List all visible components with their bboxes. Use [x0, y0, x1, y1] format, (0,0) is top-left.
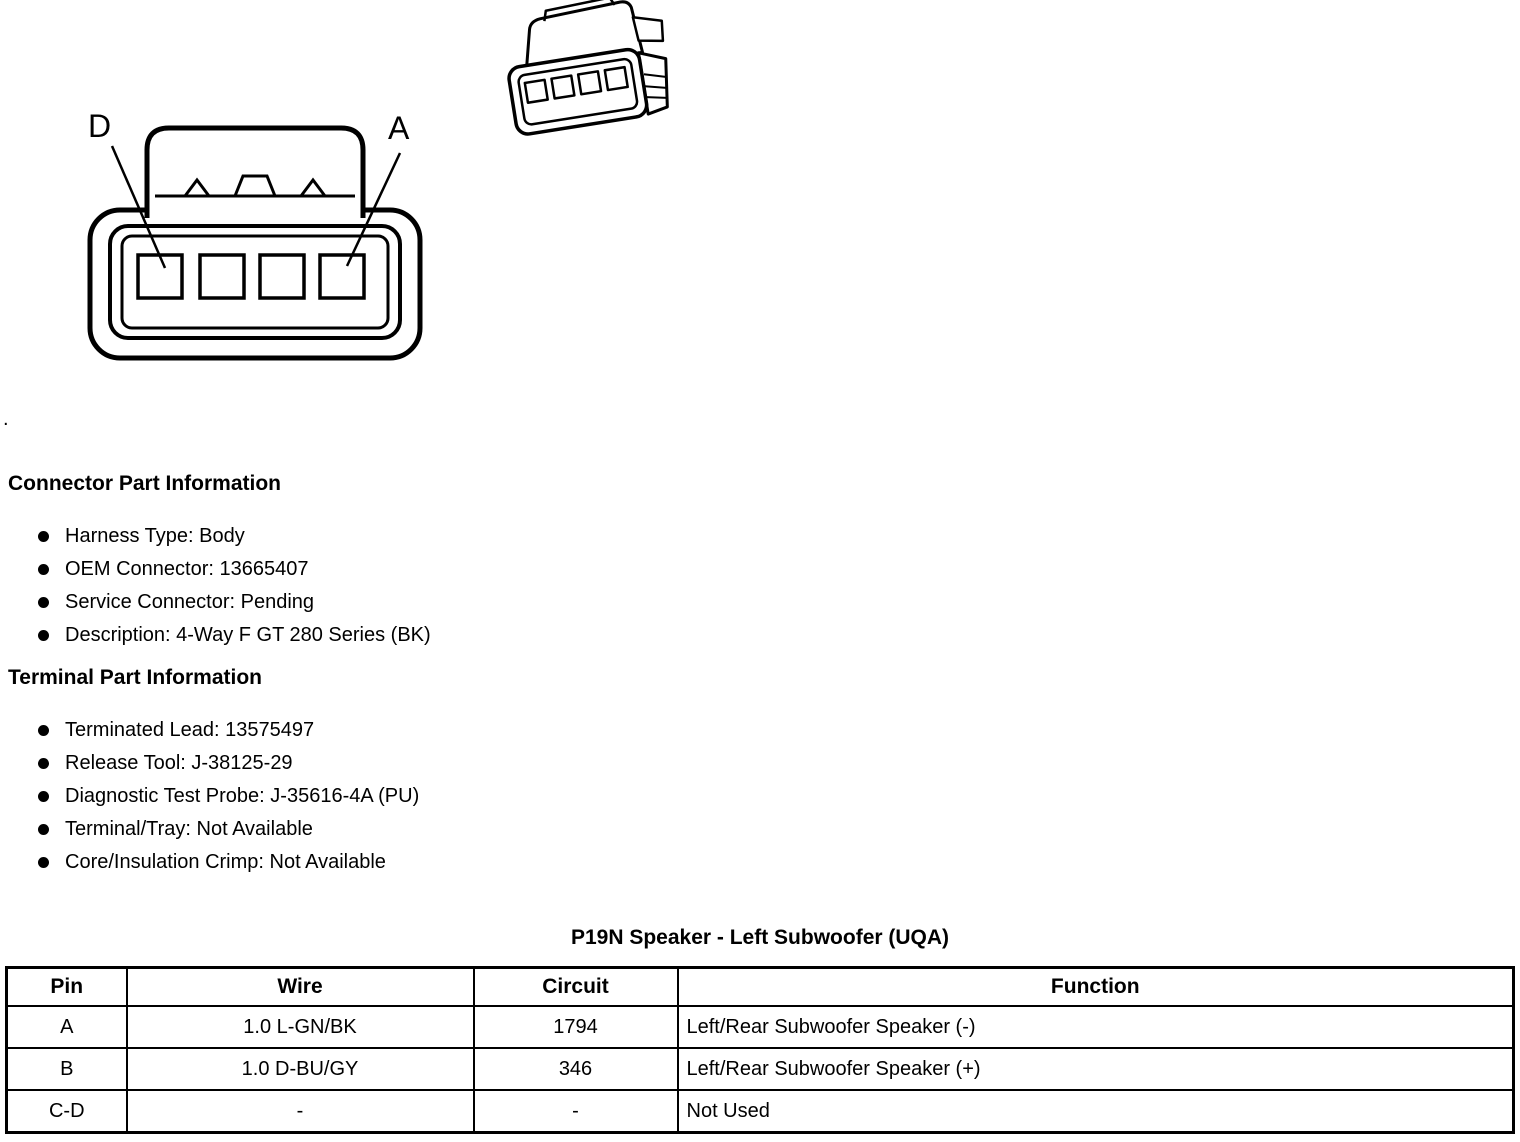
list-item-text: Diagnostic Test Probe: J-35616-4A (PU) [65, 785, 420, 807]
bullet-icon [38, 630, 49, 641]
bullet-icon [38, 597, 49, 608]
connector-info-list: Harness Type: Body OEM Connector: 136654… [8, 520, 988, 652]
cell-circuit: 1794 [472, 1005, 679, 1049]
cell-pin: C-D [5, 1089, 128, 1134]
bullet-icon [38, 791, 49, 802]
cell-pin: A [5, 1005, 128, 1049]
bullet-icon [38, 824, 49, 835]
cell-wire: - [125, 1089, 475, 1134]
cell-pin: B [5, 1047, 128, 1091]
cell-wire: 1.0 L-GN/BK [125, 1005, 475, 1049]
bullet-icon [38, 564, 49, 575]
cell-circuit: - [472, 1089, 679, 1134]
table-header-row: Pin Wire Circuit Function [5, 966, 1515, 1007]
list-item-text: Terminal/Tray: Not Available [65, 818, 313, 840]
list-item: OEM Connector: 13665407 [8, 553, 988, 586]
pinout-table-title: P19N Speaker - Left Subwoofer (UQA) [570, 926, 950, 949]
col-header-circuit: Circuit [472, 966, 679, 1007]
list-item-text: Release Tool: J-38125-29 [65, 752, 293, 774]
list-item-text: Description: 4-Way F GT 280 Series (BK) [65, 624, 431, 646]
list-item-text: Service Connector: Pending [65, 591, 315, 613]
table-row: C-D - - Not Used [5, 1089, 1515, 1134]
pinout-table: Pin Wire Circuit Function A 1.0 L-GN/BK … [5, 966, 1515, 1134]
col-header-function: Function [676, 966, 1515, 1007]
terminal-info-list: Terminated Lead: 13575497 Release Tool: … [8, 714, 988, 879]
bullet-icon [38, 857, 49, 868]
table-row: B 1.0 D-BU/GY 346 Left/Rear Subwoofer Sp… [5, 1047, 1515, 1091]
list-item-text: Core/Insulation Crimp: Not Available [65, 851, 386, 873]
section-heading-terminal-part-info: Terminal Part Information [8, 666, 262, 689]
list-item: Harness Type: Body [8, 520, 988, 553]
list-item-text: Harness Type: Body [65, 525, 245, 547]
part-information-sections: Connector Part Information Harness Type:… [8, 472, 988, 893]
bullet-icon [38, 725, 49, 736]
bullet-icon [38, 758, 49, 769]
list-item: Core/Insulation Crimp: Not Available [8, 846, 988, 879]
cell-wire: 1.0 D-BU/GY [125, 1047, 475, 1091]
cell-circuit: 346 [472, 1047, 679, 1091]
connector-isometric-diagram [507, 0, 669, 136]
list-item: Service Connector: Pending [8, 586, 988, 619]
pin-a-label: A [388, 110, 410, 146]
list-item: Description: 4-Way F GT 280 Series (BK) [8, 619, 988, 652]
connector-front-view-diagram [87, 125, 423, 361]
table-row: A 1.0 L-GN/BK 1794 Left/Rear Subwoofer S… [5, 1005, 1515, 1049]
section-heading-connector-part-info: Connector Part Information [8, 472, 282, 495]
cell-function: Not Used [676, 1089, 1515, 1134]
list-item: Terminated Lead: 13575497 [8, 714, 988, 747]
col-header-wire: Wire [125, 966, 475, 1007]
list-item: Diagnostic Test Probe: J-35616-4A (PU) [8, 780, 988, 813]
stray-period: . [3, 408, 9, 430]
list-item-text: OEM Connector: 13665407 [65, 558, 309, 580]
pin-d-label: D [88, 108, 112, 144]
cell-function: Left/Rear Subwoofer Speaker (+) [676, 1047, 1515, 1091]
cell-function: Left/Rear Subwoofer Speaker (-) [676, 1005, 1515, 1049]
list-item: Release Tool: J-38125-29 [8, 747, 988, 780]
list-item-text: Terminated Lead: 13575497 [65, 719, 315, 741]
bullet-icon [38, 531, 49, 542]
col-header-pin: Pin [5, 966, 128, 1007]
list-item: Terminal/Tray: Not Available [8, 813, 988, 846]
